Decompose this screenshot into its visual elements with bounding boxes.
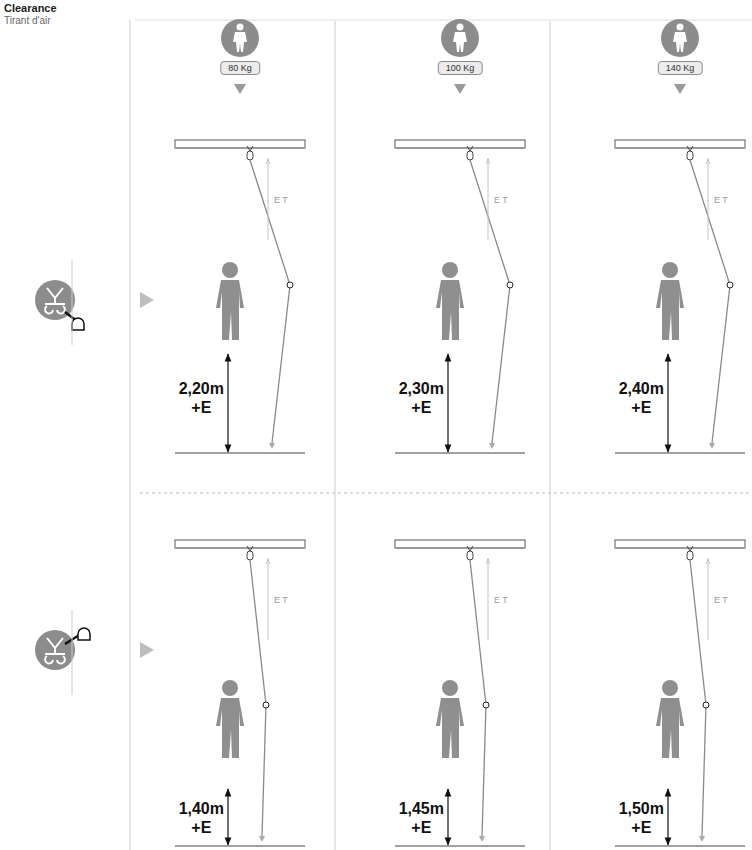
- clearance-symbol: E T: [714, 195, 728, 205]
- fall-panel: [615, 140, 745, 453]
- pointer-triangle: [674, 84, 686, 94]
- dimension-label: 1,40m +E: [179, 799, 224, 837]
- pointer-triangle: [140, 642, 154, 658]
- panel-border: [334, 20, 336, 850]
- panel-border: [135, 19, 752, 21]
- person-icon: [661, 19, 699, 57]
- panel-border: [129, 20, 131, 850]
- pointer-triangle: [234, 84, 246, 94]
- fall-panel: [395, 140, 525, 453]
- weight-text: 100 Kg: [446, 63, 475, 73]
- harness-icon: [35, 610, 90, 695]
- weight-badge: 140 Kg: [658, 61, 703, 75]
- fall-panel: [175, 140, 305, 453]
- fall-panel: [395, 540, 525, 846]
- clearance-symbol: E T: [714, 595, 728, 605]
- panel-border: [549, 20, 551, 850]
- row-separator: [140, 493, 752, 494]
- clearance-symbol: E T: [494, 595, 508, 605]
- subheading: Tirant d'air: [4, 15, 51, 26]
- pointer-triangle: [140, 292, 154, 308]
- person-icon: [221, 19, 259, 57]
- heading: Clearance: [4, 2, 57, 14]
- weight-badge: 100 Kg: [438, 61, 483, 75]
- weight-text: 80 Kg: [228, 63, 252, 73]
- dimension-label: 1,50m +E: [619, 799, 664, 837]
- clearance-symbol: E T: [274, 195, 288, 205]
- harness-icon: [35, 260, 84, 345]
- weight-badge: 80 Kg: [220, 61, 260, 75]
- weight-text: 140 Kg: [666, 63, 695, 73]
- fall-panel: [175, 540, 305, 846]
- dimension-label: 1,45m +E: [399, 799, 444, 837]
- person-icon: [441, 19, 479, 57]
- dimension-label: 2,20m +E: [179, 379, 224, 417]
- dimension-label: 2,40m +E: [619, 379, 664, 417]
- clearance-symbol: E T: [494, 195, 508, 205]
- fall-panel: [615, 540, 745, 846]
- dimension-label: 2,30m +E: [399, 379, 444, 417]
- clearance-symbol: E T: [274, 595, 288, 605]
- pointer-triangle: [454, 84, 466, 94]
